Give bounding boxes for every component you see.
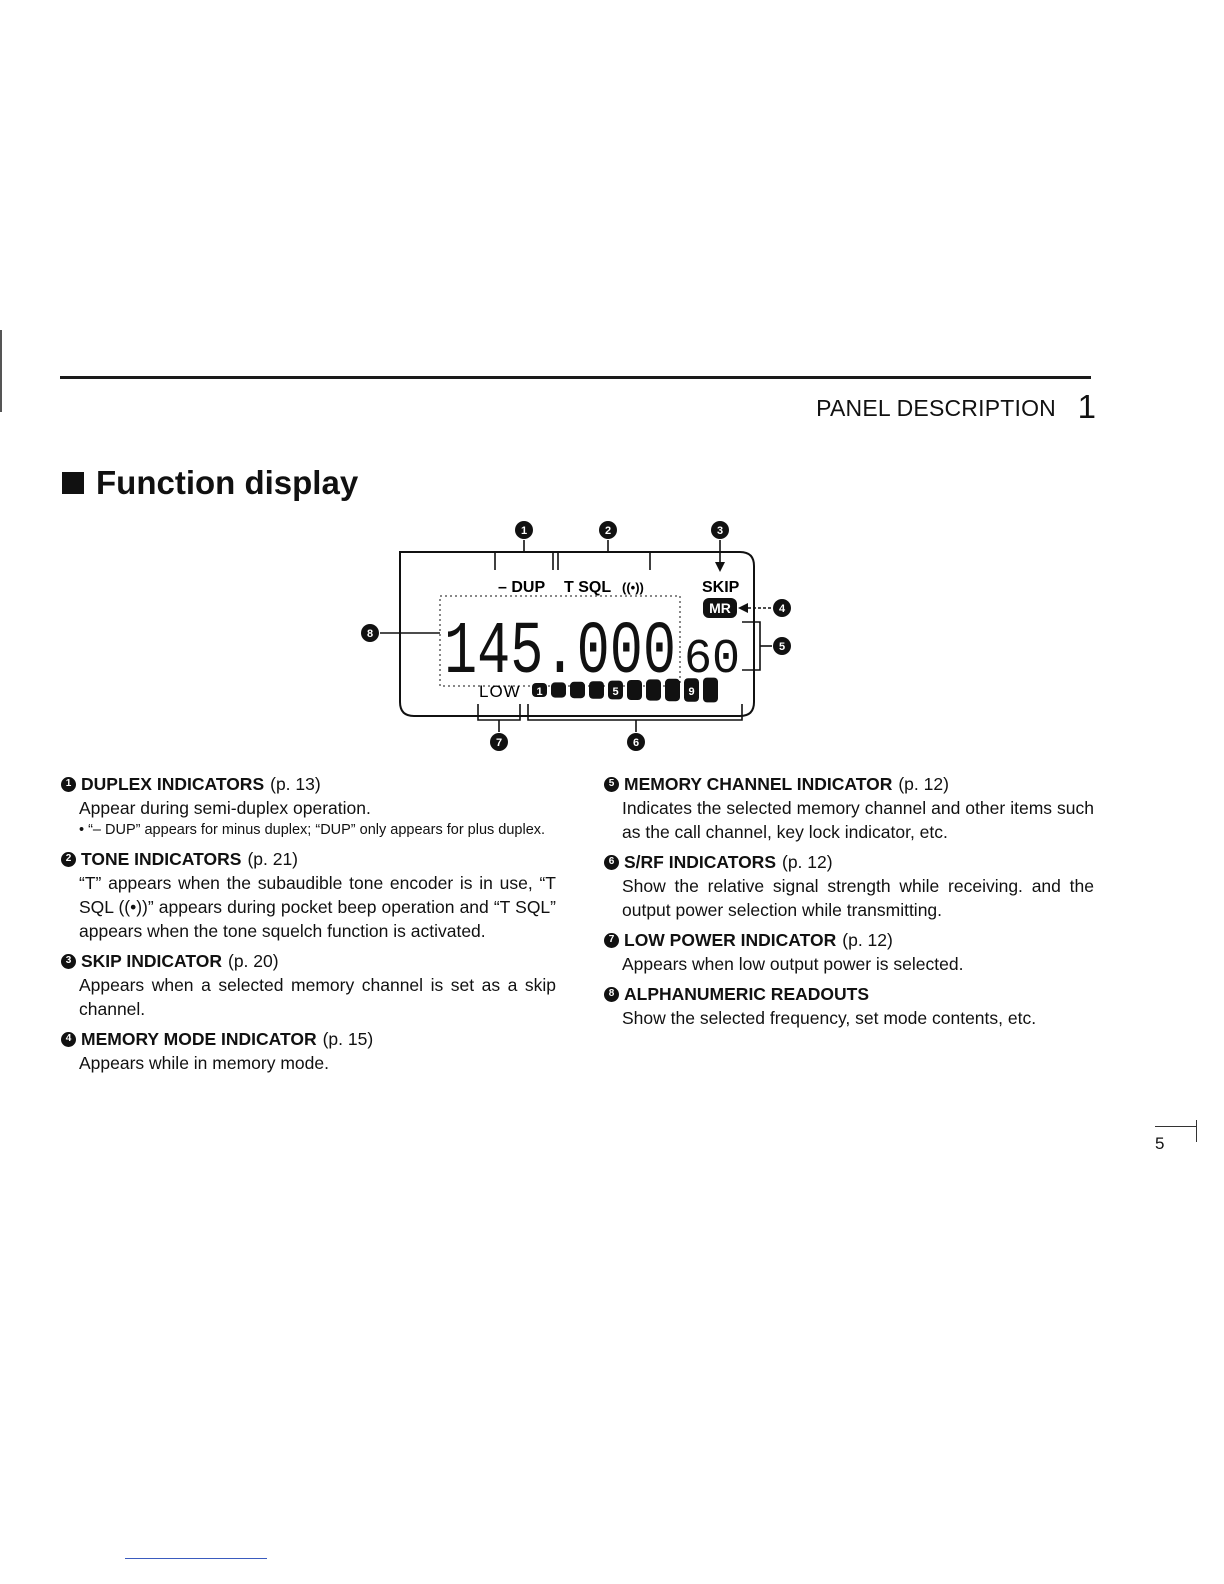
item-low-power: 7 LOW POWER INDICATOR(p. 12) Appears when… [604,928,1094,976]
callout-arrow-4 [738,603,748,613]
mr-indicator: MR [709,600,731,616]
svg-text:2: 2 [605,525,611,537]
number-badge: 3 [61,953,76,969]
meter-segment-label: 9 [688,686,694,698]
meter-segment-label: 1 [536,686,542,698]
item-memory-channel: 5 MEMORY CHANNEL INDICATOR(p. 12) Indicat… [604,772,1094,844]
meter-segment [627,680,642,700]
callout-bracket-5 [742,621,761,671]
item-duplex: 1 DUPLEX INDICATORS(p. 13) Appear during … [61,772,556,841]
svg-text:3: 3 [717,525,723,537]
function-display-diagram: – DUP T SQL ((•)) SKIP MR 145.000 60 LOW… [361,521,791,751]
number-badge: 6 [604,854,619,870]
callout-badge-4: 4 [773,599,791,617]
number-badge: 4 [61,1031,76,1047]
item-text: Show the selected frequency, set mode co… [622,1008,1037,1028]
page-ref: (p. 12) [898,774,949,794]
mr-badge [703,598,737,618]
svg-text:6: 6 [633,737,639,749]
number-badge: 1 [61,776,76,792]
page-corner-mark [1155,1126,1197,1127]
page-corner-mark [1196,1120,1197,1142]
number-badge: 2 [61,851,76,867]
svg-text:1: 1 [521,525,527,537]
item-title: TONE INDICATORS [81,849,242,869]
number-badge: 5 [604,776,619,792]
dup-indicator: – DUP [498,579,545,596]
heading-square-icon [62,472,84,494]
meter-segment [589,681,604,699]
item-title: LOW POWER INDICATOR [624,930,837,950]
item-title: MEMORY CHANNEL INDICATOR [624,774,893,794]
meter-segment [646,679,661,701]
number-badge: 8 [604,986,619,1002]
item-note: • “– DUP” appears for minus duplex; “DUP… [79,822,546,838]
callout-arrow-3 [715,562,725,572]
callout-badge-7: 7 [490,733,508,751]
section-heading: Function display [62,464,358,502]
item-text: Appear during semi-duplex operation. [79,798,371,818]
item-title: MEMORY MODE INDICATOR [81,1029,317,1049]
item-text: Appears when a selected memory channel i… [79,975,556,1019]
header-rule [60,376,1091,379]
callout-bracket-7 [477,704,521,721]
display-frame [399,551,755,717]
section-title: Function display [96,464,359,501]
pocket-beep-indicator: ((•)) [622,580,644,595]
s-meter: 1 5 9 [532,677,718,703]
page-ref: (p. 12) [842,930,893,950]
callout-bracket-1 [494,551,554,570]
item-title: SKIP INDICATOR [81,951,222,971]
meter-segment [608,680,623,700]
callout-bracket-2 [557,551,651,570]
item-title: S/RF INDICATORS [624,852,776,872]
svg-text:4: 4 [779,603,786,615]
low-indicator: LOW [479,682,521,701]
item-text: “T” appears when the subaudible tone enc… [79,873,556,941]
page-ref: (p. 13) [270,774,321,794]
item-memory-mode: 4 MEMORY MODE INDICATOR(p. 15) Appears wh… [61,1027,556,1075]
svg-text:8: 8 [367,628,373,640]
svg-text:5: 5 [779,641,785,653]
skip-indicator: SKIP [702,579,740,596]
callout-badge-8: 8 [361,624,379,642]
chapter-number: 1 [1077,388,1096,425]
footer-line [125,1558,267,1559]
item-skip: 3 SKIP INDICATOR (p. 20) Appears when a se… [61,949,556,1021]
meter-segment [532,683,547,697]
item-title: DUPLEX INDICATORS [81,774,265,794]
item-tone: 2 TONE INDICATORS(p. 21) “T” appears when… [61,847,556,943]
item-title: ALPHANUMERIC READOUTS [624,984,869,1004]
callout-badge-2: 2 [599,521,617,539]
page-ref: (p. 12) [782,852,833,872]
meter-segment [570,681,585,699]
item-text: Appears while in memory mode. [79,1053,329,1073]
meter-segment [665,678,680,702]
callout-badge-1: 1 [515,521,533,539]
meter-segment [684,678,699,702]
callout-badge-5: 5 [773,637,791,655]
item-alphanumeric: 8 ALPHANUMERIC READOUTS Show the selected… [604,982,1094,1030]
number-badge: 7 [604,932,619,948]
meter-segment [703,677,718,703]
callout-badge-6: 6 [627,733,645,751]
svg-text:7: 7 [496,737,502,749]
item-text: Indicates the selected memory channel an… [622,798,1094,842]
callout-badge-3: 3 [711,521,729,539]
page-number: 5 [1155,1134,1165,1153]
scan-edge-line [0,330,2,412]
tsql-indicator: T SQL [564,579,611,596]
page-ref: (p. 21) [247,849,299,869]
callout-bracket-6 [527,704,743,721]
item-text: Appears when low output power is selecte… [622,954,964,974]
item-srf: 6 S/RF INDICATORS (p. 12) Show the relativ… [604,850,1094,922]
item-text: Show the relative signal strength while … [622,876,1094,920]
page-ref: (p. 20) [228,951,279,971]
meter-segment [551,682,566,698]
page-ref: (p. 15) [322,1029,374,1049]
meter-segment-label: 5 [612,686,618,698]
descriptions-left: 1 DUPLEX INDICATORS(p. 13) Appear during … [61,772,556,1081]
section-label: PANEL DESCRIPTION [816,395,1056,421]
